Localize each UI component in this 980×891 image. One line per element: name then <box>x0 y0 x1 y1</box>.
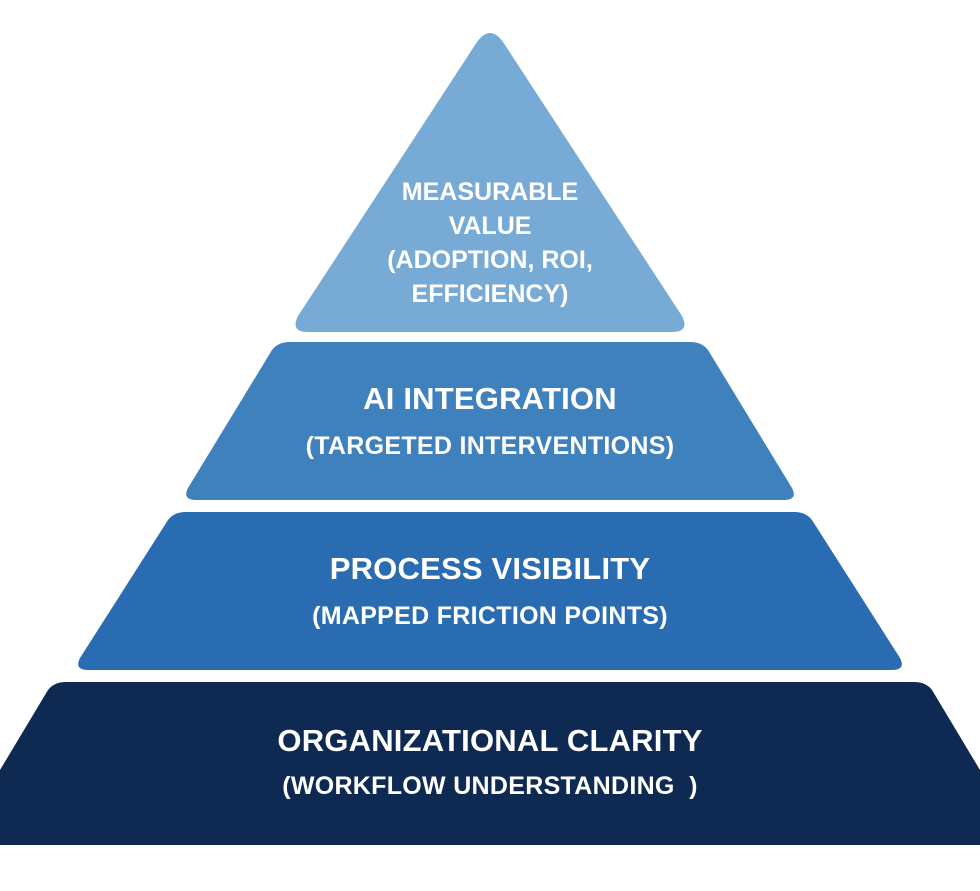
tier-measurable-value-line-2: VALUE <box>448 212 532 240</box>
tier-organizational-clarity <box>0 682 980 845</box>
tier-measurable-value-line-3: (ADOPTION, ROI, <box>387 246 593 274</box>
tier-measurable-value-line-4: EFFICIENCY) <box>411 280 569 308</box>
tier-measurable-value-label: MEASURABLE VALUE (ADOPTION, ROI, EFFICIE… <box>0 175 980 311</box>
tier-process-visibility-subtitle: (MAPPED FRICTION POINTS) <box>312 602 668 630</box>
tier-process-visibility-title: PROCESS VISIBILITY <box>329 551 651 586</box>
tier-ai-integration-title: AI INTEGRATION <box>363 381 617 416</box>
tier-ai-integration <box>186 342 794 500</box>
tier-process-visibility <box>78 512 902 670</box>
tier-measurable-value <box>295 33 685 332</box>
tier-organizational-clarity-title: ORGANIZATIONAL CLARITY <box>277 723 703 758</box>
tier-organizational-clarity-subtitle: (WORKFLOW UNDERSTANDING ) <box>282 772 698 800</box>
tier-measurable-value-line-1: MEASURABLE <box>401 178 579 206</box>
tier-ai-integration-subtitle: (TARGETED INTERVENTIONS) <box>305 432 675 460</box>
